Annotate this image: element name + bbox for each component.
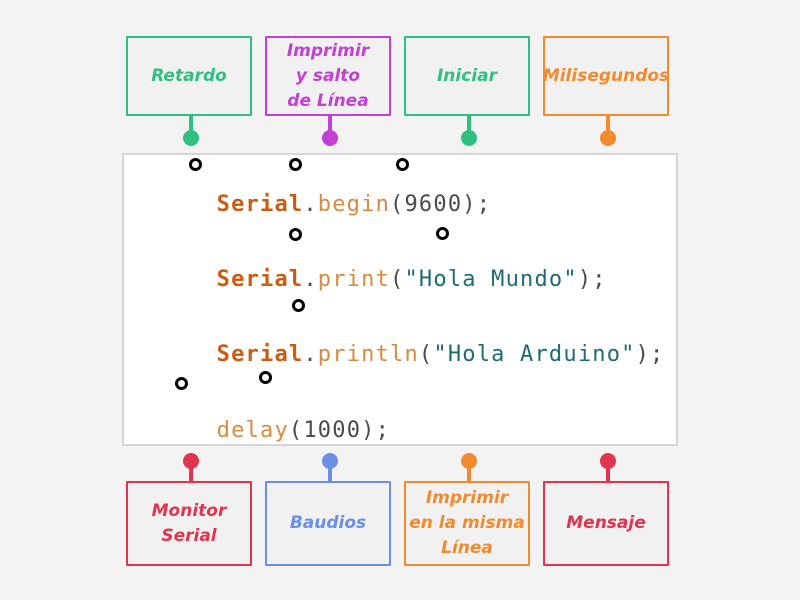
pin-retardo	[183, 116, 199, 146]
drop-target-marker[interactable]	[396, 158, 409, 171]
pin-mensaje	[600, 453, 616, 483]
code-close: );	[635, 342, 665, 367]
label-imprimir-misma-linea[interactable]: Imprimir en la misma Línea	[404, 481, 530, 566]
label-baudios[interactable]: Baudios	[265, 481, 391, 566]
code-close: );	[577, 267, 607, 292]
label-monitor-serial[interactable]: Monitor Serial	[126, 481, 252, 566]
code-method: begin	[317, 192, 391, 217]
pin-monitor-serial	[183, 453, 199, 483]
code-method: print	[317, 267, 391, 292]
label-text: Iniciar	[436, 65, 497, 86]
label-mensaje[interactable]: Mensaje	[543, 481, 669, 566]
code-close: );	[361, 418, 391, 443]
code-open-paren: (	[390, 267, 405, 292]
label-text: Imprimir y salto de Línea	[286, 40, 370, 111]
label-text: Retardo	[151, 65, 227, 86]
code-line-begin: Serial.begin(9600);	[130, 167, 491, 242]
code-panel: Serial.begin(9600); Serial.print("Hola M…	[122, 153, 678, 446]
code-argument: "Hola Arduino"	[433, 342, 636, 367]
pin-milisegundos	[600, 116, 616, 146]
label-text: Monitor Serial	[151, 500, 227, 546]
pin-iniciar	[461, 116, 477, 146]
label-text: Mensaje	[566, 513, 646, 533]
drop-target-marker[interactable]	[289, 228, 302, 241]
label-milisegundos[interactable]: Milisegundos	[543, 36, 669, 116]
code-method: println	[317, 342, 419, 367]
code-dot: .	[303, 192, 318, 217]
label-iniciar[interactable]: Iniciar	[404, 36, 530, 116]
label-imprimir-salto-linea[interactable]: Imprimir y salto de Línea	[265, 36, 391, 116]
code-argument: 1000	[303, 418, 362, 443]
code-open-paren: (	[288, 418, 304, 443]
drop-target-marker[interactable]	[289, 158, 302, 171]
code-line-println: Serial.println("Hola Arduino");	[130, 317, 665, 392]
code-dot: .	[303, 267, 318, 292]
pin-imprimir-misma-linea	[461, 453, 477, 483]
drop-target-marker[interactable]	[175, 377, 188, 390]
label-text: Baudios	[289, 513, 367, 533]
code-dot: .	[303, 342, 318, 367]
code-open-paren: (	[390, 192, 405, 217]
code-close: );	[462, 192, 492, 217]
code-object: Serial	[216, 267, 304, 292]
code-line-delay: delay(1000);	[130, 393, 390, 468]
drop-target-marker[interactable]	[436, 227, 449, 240]
code-argument: "Hola Mundo"	[404, 267, 578, 292]
code-object: Serial	[216, 342, 304, 367]
code-open-paren: (	[418, 342, 434, 367]
label-text: Milisegundos	[542, 65, 670, 86]
pin-baudios	[322, 453, 338, 483]
code-argument: 9600	[404, 192, 463, 217]
drop-target-marker[interactable]	[292, 299, 305, 312]
drop-target-marker[interactable]	[259, 371, 272, 384]
label-retardo[interactable]: Retardo	[126, 36, 252, 116]
code-method: delay	[216, 418, 289, 443]
code-object: Serial	[216, 192, 304, 217]
pin-imprimir-salto-linea	[322, 116, 338, 146]
label-text: Imprimir en la misma Línea	[409, 488, 525, 558]
drop-target-marker[interactable]	[189, 158, 202, 171]
code-line-print: Serial.print("Hola Mundo");	[130, 242, 607, 317]
